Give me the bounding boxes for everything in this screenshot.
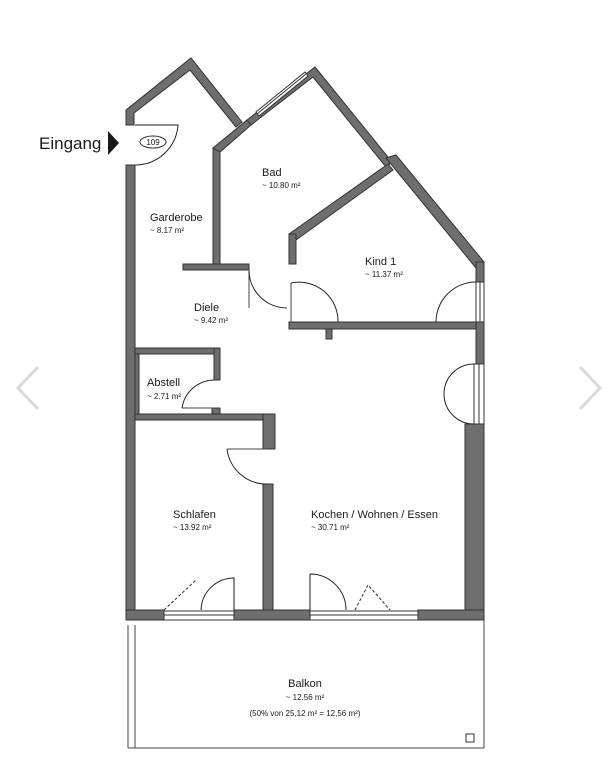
room-name-balkon: Balkon bbox=[288, 678, 322, 690]
previous-button[interactable] bbox=[10, 360, 44, 416]
wall-segment bbox=[385, 154, 485, 269]
entrance-label: Eingang bbox=[39, 134, 101, 153]
windows bbox=[163, 71, 485, 621]
room-labels: Bad ~ 10.80 m² Garderobe ~ 8.17 m² Kind … bbox=[147, 167, 438, 718]
balcony bbox=[127, 620, 485, 749]
doors bbox=[134, 124, 477, 611]
wall-segment bbox=[125, 609, 165, 621]
wall-segment bbox=[262, 483, 274, 621]
room-area-garderobe: ~ 8.17 m² bbox=[150, 226, 184, 235]
wall-segment bbox=[134, 353, 140, 415]
room-name-diele: Diele bbox=[194, 302, 219, 314]
wall-segment bbox=[475, 321, 485, 365]
entrance-marker: Eingang 109 bbox=[39, 131, 167, 155]
wall-segment bbox=[288, 321, 480, 330]
wall-segment bbox=[325, 328, 333, 340]
door-swing bbox=[200, 577, 235, 611]
door-swing bbox=[226, 448, 269, 485]
door-swing bbox=[443, 363, 475, 395]
chevron-left-icon bbox=[15, 365, 40, 411]
door-swing bbox=[134, 124, 179, 166]
room-area-note-balkon: (50% von 25,12 m² = 12,56 m²) bbox=[250, 709, 361, 718]
wall-segment bbox=[288, 233, 297, 265]
chevron-right-icon bbox=[578, 365, 603, 411]
room-area-balkon: ~ 12.56 m² bbox=[286, 693, 325, 702]
wall-segment bbox=[213, 347, 221, 381]
room-area-kind1: ~ 11.37 m² bbox=[365, 270, 403, 279]
room-area-diele: ~ 9.42 m² bbox=[194, 316, 228, 325]
wall-segment bbox=[212, 147, 221, 269]
wall-segment bbox=[134, 347, 221, 355]
room-area-schlafen: ~ 13.92 m² bbox=[173, 523, 212, 532]
wall-segment bbox=[246, 66, 393, 168]
door-swing bbox=[354, 584, 391, 611]
door-swing bbox=[435, 281, 477, 323]
door-swing bbox=[309, 573, 347, 611]
door-swing bbox=[163, 579, 197, 611]
wall-segment bbox=[125, 57, 243, 128]
entrance-arrow-icon bbox=[108, 131, 119, 155]
balcony-drain bbox=[465, 733, 475, 743]
door-swing bbox=[290, 281, 339, 323]
previous-button-hitbox[interactable] bbox=[10, 360, 44, 416]
door-swing bbox=[248, 269, 288, 309]
room-name-kind1: Kind 1 bbox=[365, 256, 396, 268]
room-name-schlafen: Schlafen bbox=[173, 509, 216, 521]
wall-segment bbox=[262, 413, 276, 450]
room-name-kochen: Kochen / Wohnen / Essen bbox=[311, 509, 438, 521]
wall-segment bbox=[288, 163, 394, 241]
wall-segment bbox=[211, 407, 221, 415]
room-area-kochen: ~ 30.71 m² bbox=[311, 523, 350, 532]
wall-segment bbox=[233, 609, 311, 621]
next-button[interactable] bbox=[570, 360, 604, 416]
wall-segment bbox=[475, 261, 485, 283]
room-area-abstell: ~ 2.71 m² bbox=[147, 392, 181, 401]
door-swing bbox=[443, 393, 475, 425]
wall-segment bbox=[182, 263, 250, 271]
wall-segment bbox=[417, 609, 485, 621]
unit-number-badge bbox=[139, 135, 167, 149]
wall-segment bbox=[464, 423, 485, 621]
walls bbox=[125, 57, 485, 621]
unit-number: 109 bbox=[146, 138, 160, 147]
wall-segment bbox=[125, 164, 136, 621]
room-name-abstell: Abstell bbox=[147, 377, 180, 389]
door-swing bbox=[181, 379, 215, 409]
room-area-bad: ~ 10.80 m² bbox=[262, 181, 301, 190]
window-line bbox=[256, 73, 307, 115]
wall-segment bbox=[212, 119, 252, 153]
room-name-bad: Bad bbox=[262, 167, 282, 179]
room-name-garderobe: Garderobe bbox=[150, 212, 203, 224]
wall-segment bbox=[134, 413, 276, 421]
